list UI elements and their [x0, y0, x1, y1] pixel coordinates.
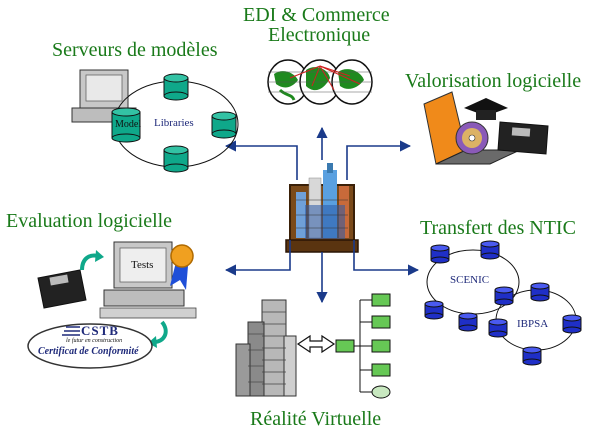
certificate-badge	[27, 323, 153, 369]
database-icon	[163, 73, 189, 101]
scene-graph-icon	[335, 293, 391, 399]
central-briefcase-icon	[285, 163, 359, 253]
floppy-disk-icon	[497, 121, 549, 155]
double-arrow-icon	[296, 334, 336, 354]
title-serveurs: Serveurs de modèles	[52, 39, 218, 61]
cstb-label: CSTB	[81, 323, 119, 338]
title-transfert: Transfert des NTIC	[420, 217, 576, 239]
database-icon	[494, 286, 514, 306]
award-ribbon-icon	[170, 244, 194, 290]
ntic-databases	[424, 240, 582, 366]
ibpsa-label: IBPSA	[517, 318, 549, 330]
arrow-to-valorisation	[346, 140, 412, 180]
valorisation-group	[423, 91, 549, 165]
model-label: Model	[115, 119, 142, 130]
database-icon	[530, 282, 550, 302]
cstb-logo-icon	[62, 326, 80, 336]
database-icon	[163, 145, 189, 173]
evaluation-group	[27, 241, 197, 369]
cd-disc-icon	[455, 121, 489, 155]
title-realite: Réalité Virtuelle	[250, 408, 382, 430]
database-icon	[424, 300, 444, 320]
database-icon	[211, 111, 237, 139]
database-icon	[488, 318, 508, 338]
arrow-to-evaluation	[224, 240, 291, 276]
arrow-to-transfert	[353, 240, 420, 276]
cstb-tagline: le futur en construction	[66, 338, 123, 344]
title-edi-line1: EDI & Commerce	[243, 4, 390, 26]
model-database-icon	[111, 107, 141, 143]
libraries-label: Libraries	[154, 117, 194, 129]
computer-icon	[99, 241, 197, 319]
curved-arrow-icon	[80, 250, 104, 271]
edi-globe-icon	[267, 59, 373, 105]
database-icon	[458, 312, 478, 332]
certificat-label: Certificat de Conformité	[38, 346, 139, 357]
graduation-cap-icon	[464, 98, 508, 120]
scenic-label: SCENIC	[450, 274, 490, 286]
connector-arrows	[224, 126, 420, 304]
serveurs-group	[71, 69, 239, 173]
title-evaluation: Evaluation logicielle	[6, 210, 173, 232]
realite-group	[235, 293, 391, 399]
title-valorisation: Valorisation logicielle	[405, 70, 582, 92]
title-edi-line2: Electronique	[268, 24, 371, 46]
curved-arrow-icon	[148, 320, 168, 348]
database-icon	[480, 240, 500, 260]
arrow-to-serveurs	[224, 140, 298, 180]
tests-label: Tests	[131, 259, 154, 271]
database-icon	[430, 244, 450, 264]
skyscraper-icon	[235, 299, 297, 397]
database-icon	[522, 346, 542, 366]
floppy-disk-icon	[37, 269, 87, 309]
database-icon	[562, 314, 582, 334]
